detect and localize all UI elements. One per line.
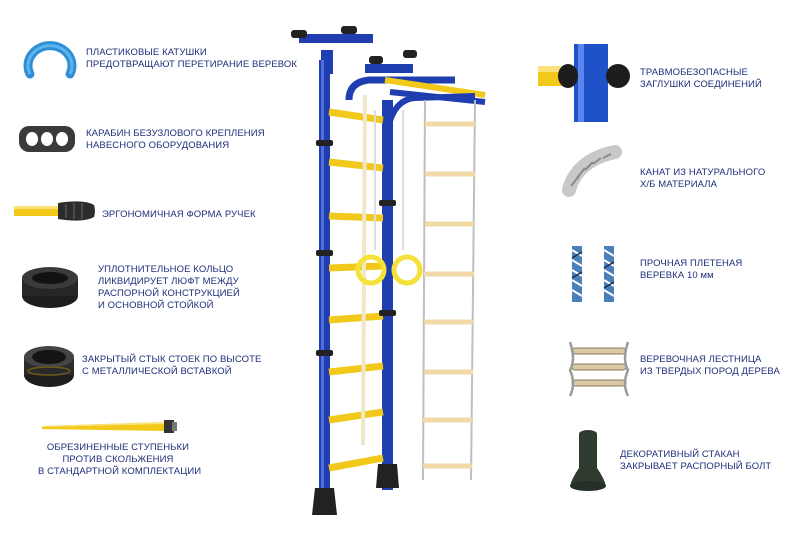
wall-bars-illustration	[291, 26, 486, 515]
handle-grip-icon	[14, 201, 95, 221]
left-caption-sealing-ring: УПЛОТНИТЕЛЬНОЕ КОЛЬЦО ЛИКВИДИРУЕТ ЛЮФТ М…	[98, 264, 240, 312]
caption-line: ВЕРЕВКА 10 мм	[640, 270, 714, 281]
plastic-spool-icon	[23, 41, 77, 79]
caption-line: КАРАБИН БЕЗУЗЛОВОГО КРЕПЛЕНИЯ	[86, 128, 265, 139]
left-caption-joint: ЗАКРЫТЫЙ СТЫК СТОЕК ПО ВЫСОТЕ С МЕТАЛЛИЧ…	[82, 354, 261, 378]
right-caption-cotton-rope: КАНАТ ИЗ НАТУРАЛЬНОГО Х/Б МАТЕРИАЛА	[640, 167, 765, 191]
right-caption-plug: ТРАВМОБЕЗОПАСНЫЕ ЗАГЛУШКИ СОЕДИНЕНИЙ	[640, 67, 762, 91]
caption-line: РАСПОРНОЙ КОНСТРУКЦИЕЙ	[98, 288, 240, 299]
braided-rope-icon	[571, 246, 615, 302]
left-caption-carabiner: КАРАБИН БЕЗУЗЛОВОГО КРЕПЛЕНИЯ НАВЕСНОГО …	[86, 128, 265, 152]
caption-line: ОБРЕЗИНЕННЫЕ СТУПЕНЬКИ	[46, 442, 190, 453]
sealing-ring-icon	[22, 267, 78, 308]
right-caption-rope-ladder: ВЕРЕВОЧНАЯ ЛЕСТНИЦА ИЗ ТВЕРДЫХ ПОРОД ДЕР…	[640, 354, 780, 378]
joint-ring-icon	[24, 346, 74, 387]
caption-line: ЗАКРЫВАЕТ РАСПОРНЫЙ БОЛТ	[620, 461, 772, 472]
cotton-rope-icon	[562, 145, 622, 197]
caption-line: ДЕКОРАТИВНЫЙ СТАКАН	[620, 449, 740, 460]
caption-line: ПЛАСТИКОВЫЕ КАТУШКИ	[86, 47, 207, 58]
caption-line: С МЕТАЛЛИЧЕСКОЙ ВСТАВКОЙ	[82, 366, 232, 377]
caption-line: И ОСНОВНОЙ СТОЙКОЙ	[98, 300, 214, 311]
caption-line: КАНАТ ИЗ НАТУРАЛЬНОГО	[640, 167, 766, 178]
joint-plug-icon	[538, 44, 630, 122]
caption-line: НАВЕСНОГО ОБОРУДОВАНИЯ	[86, 140, 230, 151]
right-caption-decor-cup: ДЕКОРАТИВНЫЙ СТАКАН ЗАКРЫВАЕТ РАСПОРНЫЙ …	[620, 449, 771, 473]
caption-line: ПРОТИВ СКОЛЬЖЕНИЯ	[62, 454, 174, 465]
caption-line: ЗАГЛУШКИ СОЕДИНЕНИЙ	[640, 79, 762, 90]
rope-ladder-icon	[568, 341, 630, 397]
caption-line: В СТАНДАРТНОЙ КОМПЛЕКТАЦИИ	[38, 466, 202, 477]
caption-line: ЛИКВИДИРУЕТ ЛЮФТ МЕЖДУ	[98, 276, 239, 287]
caption-line: Х/Б МАТЕРИАЛА	[640, 179, 718, 190]
rubber-rung-icon	[42, 420, 177, 433]
left-caption-spool: ПЛАСТИКОВЫЕ КАТУШКИ ПРЕДОТВРАЩАЮТ ПЕРЕТИ…	[86, 47, 297, 71]
caption-line: ПРОЧНАЯ ПЛЕТЕНАЯ	[640, 258, 743, 269]
decor-cup-icon	[570, 430, 606, 491]
caption-line: ПРЕДОТВРАЩАЮТ ПЕРЕТИРАНИЕ ВЕРЕВОК	[86, 59, 298, 70]
caption-line: ЗАКРЫТЫЙ СТЫК СТОЕК ПО ВЫСОТЕ	[82, 354, 262, 365]
left-caption-rubber-rung: ОБРЕЗИНЕННЫЕ СТУПЕНЬКИ ПРОТИВ СКОЛЬЖЕНИЯ…	[38, 442, 202, 478]
caption-line: ИЗ ТВЕРДЫХ ПОРОД ДЕРЕВА	[640, 366, 780, 377]
caption-line: УПЛОТНИТЕЛЬНОЕ КОЛЬЦО	[98, 264, 234, 275]
right-caption-braided-rope: ПРОЧНАЯ ПЛЕТЕНАЯ ВЕРЕВКА 10 мм	[640, 258, 742, 282]
caption-line: ЭРГОНОМИЧНАЯ ФОРМА РУЧЕК	[102, 209, 256, 220]
left-caption-handle: ЭРГОНОМИЧНАЯ ФОРМА РУЧЕК	[102, 209, 256, 221]
caption-line: ТРАВМОБЕЗОПАСНЫЕ	[640, 67, 748, 78]
caption-line: ВЕРЕВОЧНАЯ ЛЕСТНИЦА	[640, 354, 762, 365]
carabiner-icon	[19, 126, 75, 152]
